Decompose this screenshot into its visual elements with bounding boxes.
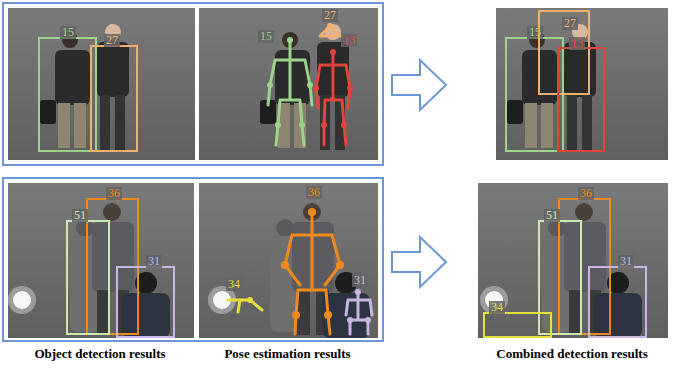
hollow-arrow: [392, 237, 446, 287]
bounding-box: 31: [116, 266, 175, 338]
panel-caption: Combined detection results: [473, 346, 671, 362]
panel-caption: Object detection results: [5, 346, 195, 362]
pose-skeleton: [228, 26, 372, 334]
photo: [478, 183, 668, 338]
track-id: 51: [72, 209, 88, 222]
photo: [8, 183, 194, 338]
bounding-box: 34: [483, 312, 552, 338]
track-id: 51: [544, 209, 560, 222]
track-id: 36: [306, 186, 322, 199]
bounding-box: 15: [38, 37, 97, 152]
track-id: 13: [569, 37, 585, 50]
bounding-box: 27: [90, 45, 138, 152]
photo: [496, 8, 668, 160]
panel-frame: [3, 3, 383, 165]
track-id: 15: [60, 26, 76, 39]
track-id: 31: [618, 255, 634, 268]
track-id: 36: [106, 187, 122, 200]
panel-caption: Pose estimation results: [195, 346, 380, 362]
track-id: 31: [146, 255, 162, 268]
track-id: 15: [258, 30, 274, 43]
bounding-box: 51: [538, 220, 582, 335]
photo: [199, 8, 378, 160]
track-id: 27: [322, 9, 338, 22]
track-id: 36: [578, 187, 594, 200]
photo: [8, 8, 195, 160]
photo: [199, 183, 378, 338]
track-id: 34: [226, 278, 242, 291]
bounding-box: 51: [66, 220, 110, 335]
track-id: 31: [352, 274, 368, 287]
track-id: 13: [341, 34, 357, 47]
track-id: 27: [562, 17, 578, 30]
panel-frame: [3, 178, 383, 341]
track-id: 27: [104, 34, 120, 47]
bounding-box: 13: [557, 47, 605, 152]
bounding-box: 31: [588, 266, 647, 338]
bounding-box: 27: [538, 10, 590, 95]
hollow-arrow: [392, 60, 446, 110]
pose-joint: [247, 23, 371, 323]
track-id: 15: [527, 26, 543, 39]
track-id: 34: [489, 301, 505, 314]
